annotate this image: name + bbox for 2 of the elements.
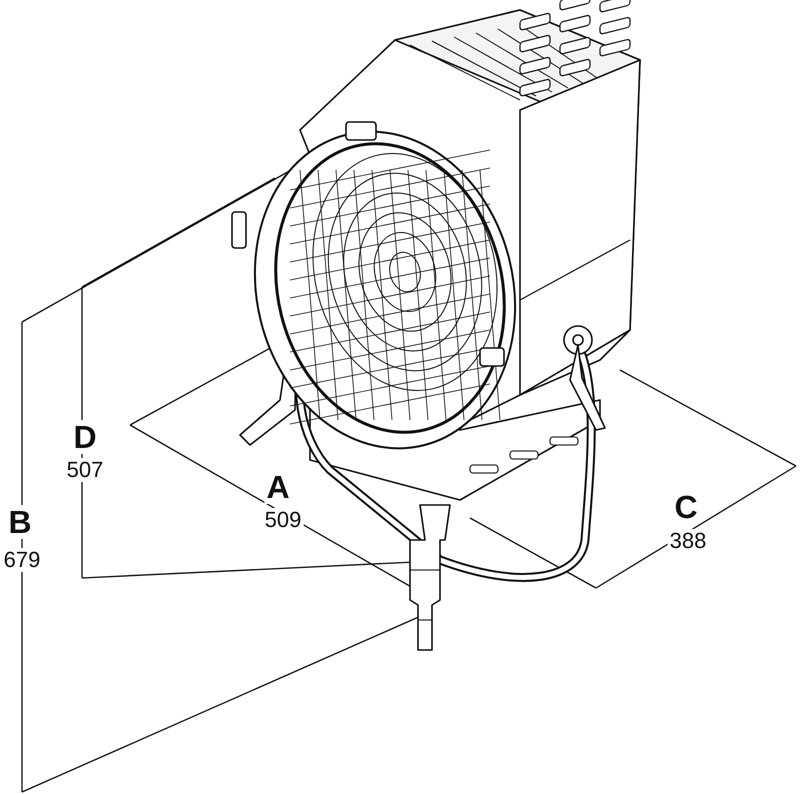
dimension-value: 507 — [64, 458, 106, 482]
dimension-value: 679 — [2, 548, 42, 572]
